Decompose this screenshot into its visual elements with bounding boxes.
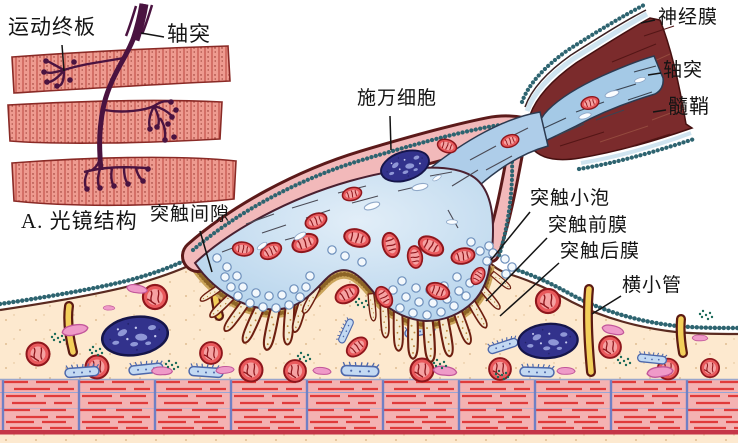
label-axon-inset: 轴突 [167,22,211,46]
glycogen-granules [50,296,714,381]
label-presynaptic-membrane: 突触前膜 [548,215,629,236]
basal-lamina-dots-nerve-top [519,2,647,105]
neurilemma-line-top [524,11,649,112]
basal-lamina-dots-nerve-bottom [576,136,697,172]
pointer-postsynaptic-membrane [499,262,560,317]
myofibrils [0,378,738,435]
nerve-fiber [519,2,697,172]
pointer-myelin-sheath [652,109,667,113]
motor-neuron-axon-tree [44,3,173,189]
neurilemma-line-bottom [580,131,692,165]
pointer-schwann-cell [389,115,392,151]
pointer-neurilemma [640,19,656,24]
basal-lamina-dots-right [511,266,738,331]
pointer-synaptic-vesicles [490,211,531,261]
pointer-axon-inset [140,32,165,38]
label-motor-end-plate: 运动终板 [8,15,96,39]
label-postsynaptic-membrane: 突触后膜 [560,241,641,262]
muscle-fiber-bands [7,45,237,207]
label-neurilemma: 神经膜 [658,7,719,28]
pointer-motor-end-plate [61,44,65,72]
panel-a-light-microscope-structure [7,3,237,207]
basal-lamina-dots-left [0,255,193,307]
end-plate-boutons [41,58,179,192]
pointer-presynaptic-membrane [485,237,548,302]
pointer-transverse-tubule [591,295,622,315]
panel-a-caption: A. 光镜结构 [21,209,138,233]
pointer-axon-right [647,72,662,76]
label-axon-right: 轴突 [663,60,704,81]
label-synaptic-vesicles: 突触小泡 [530,188,611,209]
synaptic-vesicles-dots [212,237,517,320]
sarcolemma-left [0,262,196,312]
label-transverse-tubule: 横小管 [622,275,683,296]
label-schwann-cell: 施万细胞 [357,88,438,109]
label-myelin-sheath: 髓鞘 [668,96,710,118]
label-synaptic-cleft: 突触间隙 [150,204,231,225]
label-pointer-lines [61,19,667,317]
pointer-synaptic-cleft [199,230,213,273]
